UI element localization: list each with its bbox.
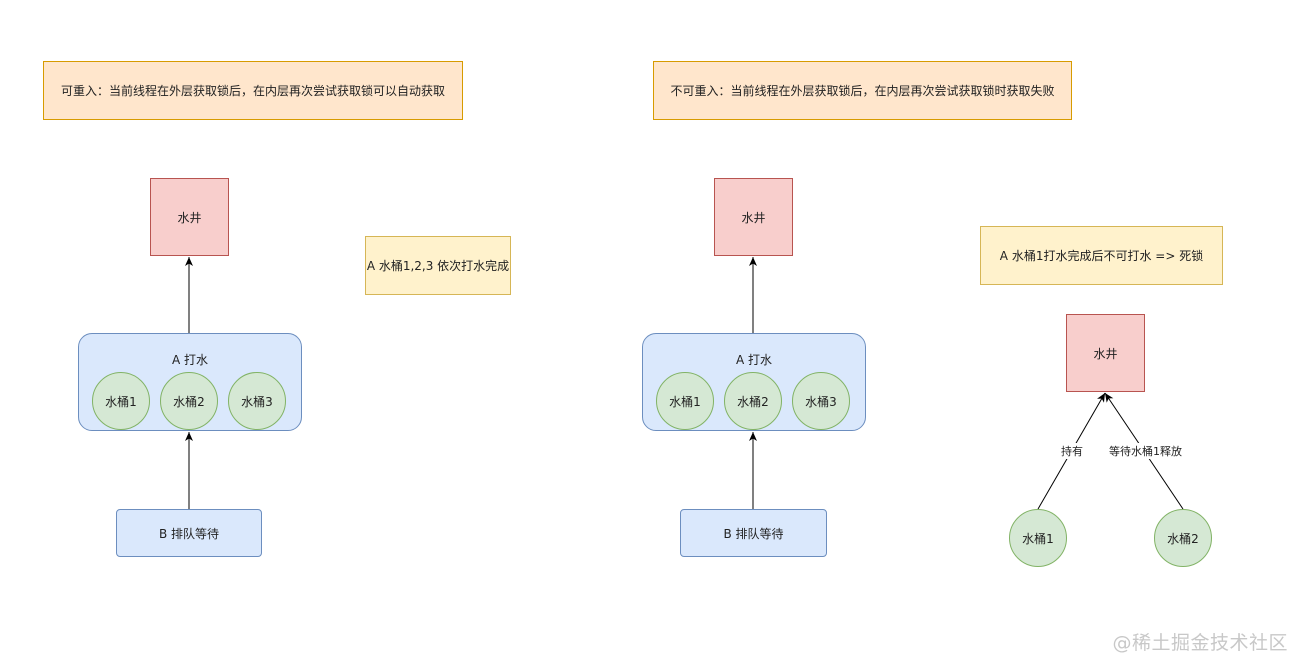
- group-label-right: A 打水: [735, 353, 773, 367]
- non-reentrant-note: 不可重入：当前线程在外层获取锁后，在内层再次尝试获取锁时获取失败: [653, 61, 1072, 120]
- reentrant-note: 可重入：当前线程在外层获取锁后，在内层再次尝试获取锁可以自动获取: [43, 61, 463, 120]
- well-right: 水井: [714, 178, 793, 256]
- bucket-3-left: 水桶3: [228, 372, 286, 430]
- bucket-2-left: 水桶2: [160, 372, 218, 430]
- bucket-1-deadlock: 水桶1: [1009, 509, 1067, 567]
- edge-label-wait: 等待水桶1释放: [1108, 443, 1183, 459]
- group-label-left: A 打水: [171, 353, 209, 367]
- well-left: 水井: [150, 178, 229, 256]
- deadlock-note: A 水桶1打水完成后不可打水 => 死锁: [980, 226, 1223, 285]
- bucket-2-right: 水桶2: [724, 372, 782, 430]
- queue-wait-right: B 排队等待: [680, 509, 827, 557]
- bucket-2-deadlock: 水桶2: [1154, 509, 1212, 567]
- sequence-note: A 水桶1,2,3 依次打水完成: [365, 236, 511, 295]
- bucket-1-right: 水桶1: [656, 372, 714, 430]
- queue-wait-left: B 排队等待: [116, 509, 262, 557]
- well-deadlock: 水井: [1066, 314, 1145, 392]
- edge-label-hold: 持有: [1060, 443, 1084, 459]
- bucket-1-left: 水桶1: [92, 372, 150, 430]
- watermark: @稀土掘金技术社区: [1112, 632, 1288, 654]
- bucket-3-right: 水桶3: [792, 372, 850, 430]
